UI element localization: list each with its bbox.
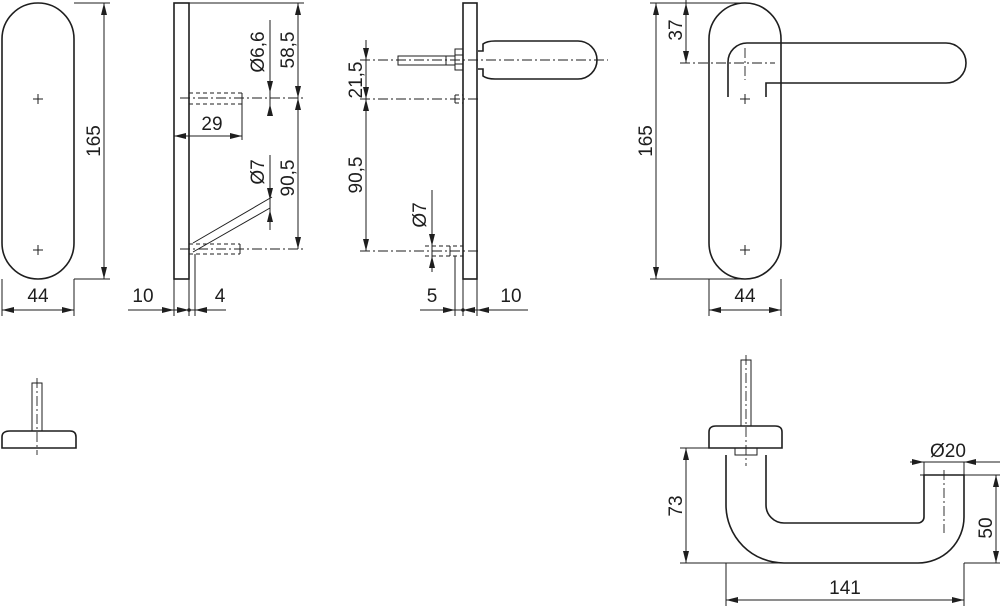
dim-plate-thickness-side: 10 [132, 286, 153, 307]
dim-hole-depth: 29 [201, 114, 222, 135]
dim-pin-diameter-side: Ø7 [248, 159, 269, 184]
dim-hole-spacing-side: 90,5 [278, 160, 299, 197]
dim-pin-diameter-handle: Ø7 [410, 202, 431, 227]
dim-plate-thickness-handle: 10 [500, 286, 521, 307]
handle-top-view: Ø20 73 141 50 [666, 355, 1000, 606]
lever-u-shape [725, 455, 965, 564]
rosette-disc [1, 430, 77, 449]
dim-rosette-height: 165 [84, 125, 105, 157]
handle-front-view: 37 165 44 [636, 0, 967, 316]
rosette-top-view [1, 378, 77, 455]
dim-projection: 73 [666, 495, 687, 516]
dim-grip-diameter: Ø20 [930, 441, 966, 462]
side-section-view: 58,5 90,5 Ø6,6 Ø7 29 10 4 [128, 2, 304, 316]
rosette-plate [1, 2, 75, 280]
side-plate [173, 2, 190, 280]
dim-lever-length: 141 [829, 578, 861, 599]
front-hole-bottom [739, 244, 751, 256]
screw-hole-bottom [32, 244, 44, 256]
screw-hole-top [32, 93, 44, 105]
dim-offset-side: 4 [215, 286, 226, 307]
dim-handle-height: 165 [636, 125, 657, 157]
dim-spindle-to-hole: 21,5 [346, 62, 367, 99]
handle-side-view: 21,5 90,5 Ø7 5 10 [346, 2, 608, 316]
dim-hole-spacing-handle: 90,5 [346, 157, 367, 194]
top-rosette [708, 425, 783, 449]
lever-front [727, 42, 967, 97]
rosette-front-view: 165 44 [1, 2, 110, 316]
dim-spindle-from-top: 37 [666, 19, 687, 40]
dim-screw-hole-diameter: Ø6,6 [248, 31, 269, 72]
handle-backplate [708, 2, 782, 280]
handle-side-plate [462, 2, 478, 280]
dim-end-height: 50 [976, 517, 997, 538]
front-hole-top [739, 93, 751, 105]
dim-handle-width: 44 [734, 286, 756, 307]
dim-offset-handle: 5 [427, 286, 438, 307]
dim-top-to-hole: 58,5 [278, 32, 299, 69]
dim-rosette-width: 44 [27, 286, 49, 307]
